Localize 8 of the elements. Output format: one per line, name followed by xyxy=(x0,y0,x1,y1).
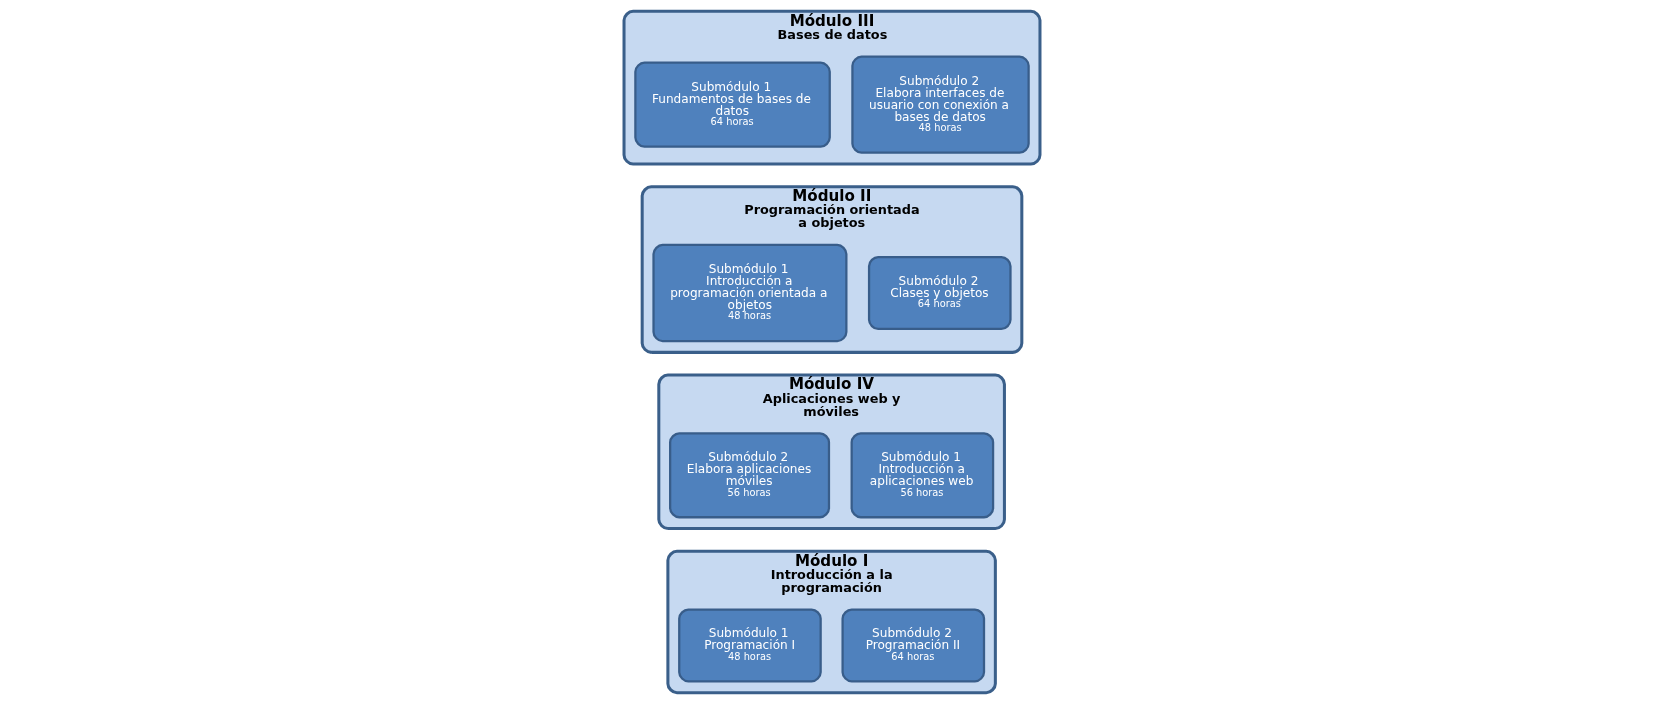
node-box: Submódulo 1 Introducción a programación orientada a objetos 48 horas xyxy=(652,243,848,343)
node-box: Submódulo 1 Introducción a aplicaciones web 56 horas xyxy=(850,432,995,519)
node-box: Submódulo 2 Clases y objetos 64 horas xyxy=(867,255,1012,331)
node-box: Submódulo 2 Programación II 64 horas xyxy=(841,608,986,683)
node-box: Submódulo 1 Programación I 48 horas xyxy=(678,608,822,683)
node-box: Submódulo 2 Elabora interfaces de usuario con conexión a bases de datos 48 horas xyxy=(851,55,1030,154)
node-box: Submódulo 2 Elabora aplicaciones móviles 56 horas xyxy=(669,432,831,519)
node-box: Submódulo 1 Fundamentos de bases de datos 64 horas xyxy=(634,61,831,148)
